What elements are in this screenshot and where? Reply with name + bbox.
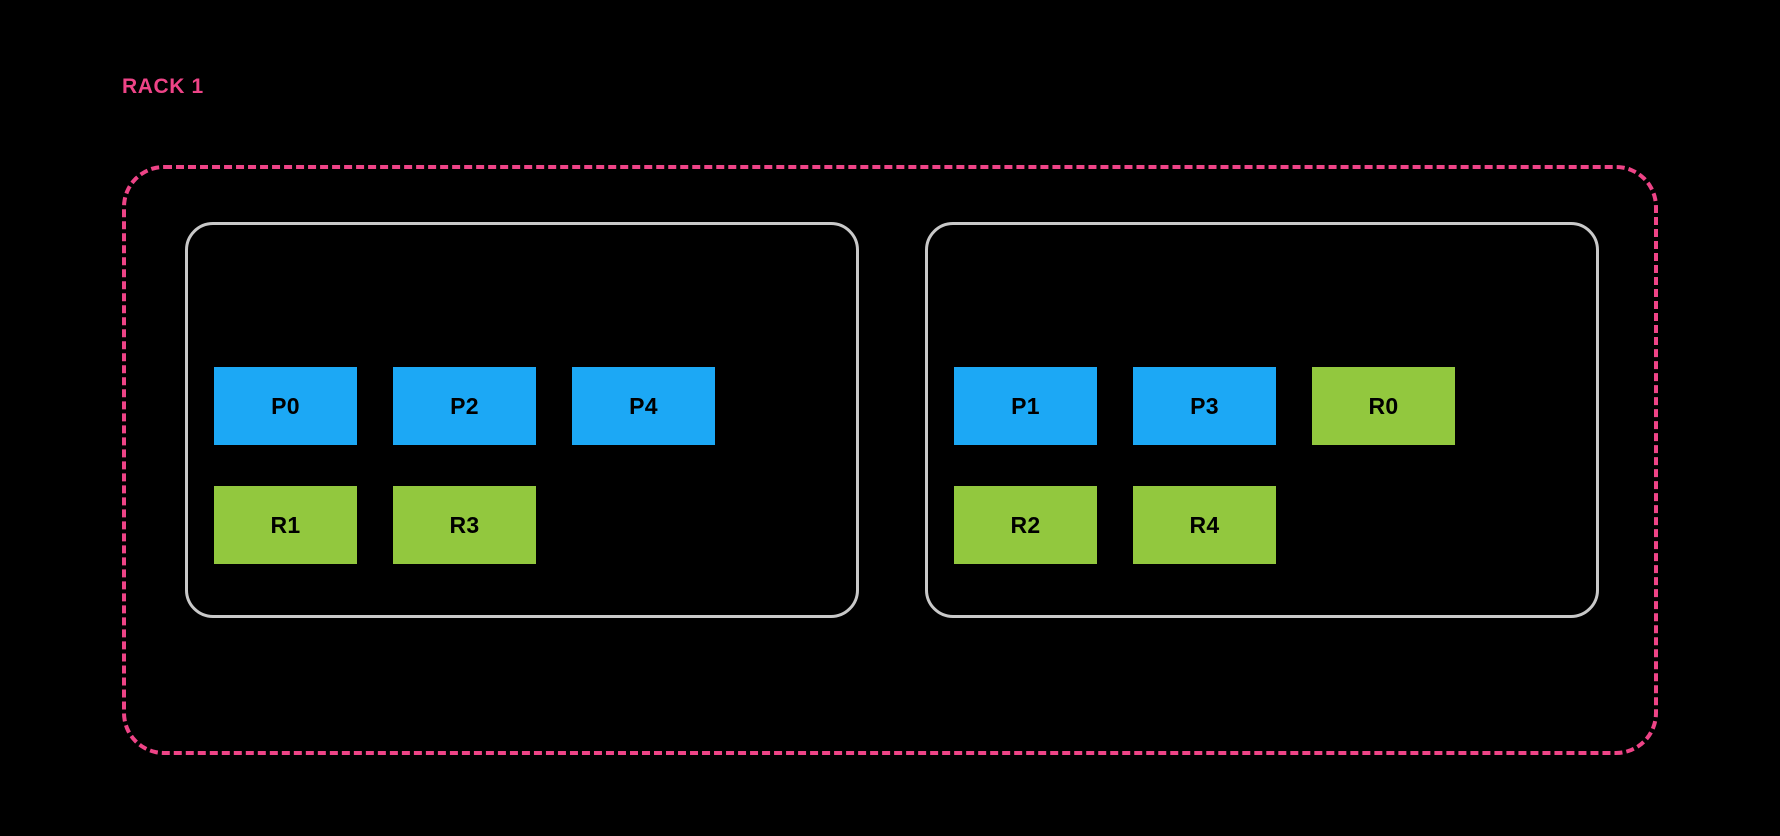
partition-cell[interactable]: P3 bbox=[1133, 367, 1276, 445]
rack-container bbox=[122, 165, 1658, 755]
node-0-primary-row: P0 P2 P4 bbox=[214, 367, 715, 445]
replica-cell[interactable]: R4 bbox=[1133, 486, 1276, 564]
node-box-1[interactable]: P1 P3 R0 R2 R4 bbox=[925, 222, 1599, 618]
replica-cell[interactable]: R1 bbox=[214, 486, 357, 564]
replica-cell[interactable]: R3 bbox=[393, 486, 536, 564]
node-box-0[interactable]: P0 P2 P4 R1 R3 bbox=[185, 222, 859, 618]
node-0-replica-row: R1 R3 bbox=[214, 486, 536, 564]
rack-label: RACK 1 bbox=[122, 75, 204, 98]
partition-cell[interactable]: P0 bbox=[214, 367, 357, 445]
partition-cell[interactable]: P4 bbox=[572, 367, 715, 445]
node-1-primary-row: P1 P3 R0 bbox=[954, 367, 1455, 445]
replica-cell[interactable]: R0 bbox=[1312, 367, 1455, 445]
node-1-replica-row: R2 R4 bbox=[954, 486, 1276, 564]
replica-cell[interactable]: R2 bbox=[954, 486, 1097, 564]
partition-cell[interactable]: P2 bbox=[393, 367, 536, 445]
partition-cell[interactable]: P1 bbox=[954, 367, 1097, 445]
